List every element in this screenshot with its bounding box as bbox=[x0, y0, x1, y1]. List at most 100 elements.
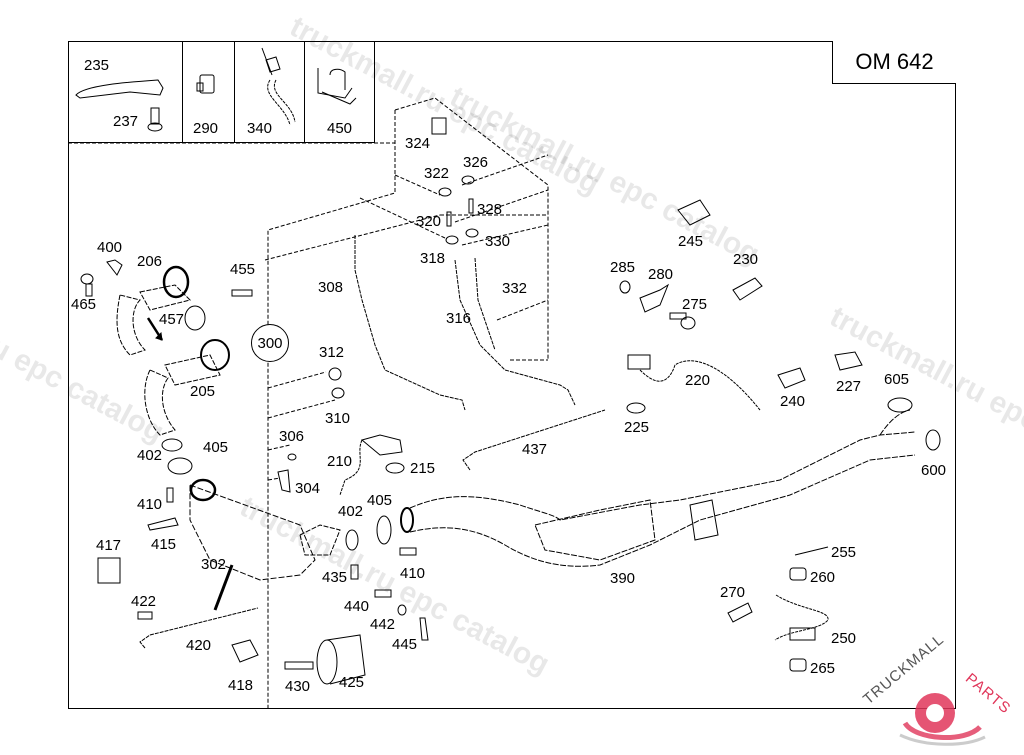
part-label-324[interactable]: 324 bbox=[405, 135, 431, 152]
gasket-402b-icon bbox=[345, 529, 359, 551]
part-label-435[interactable]: 435 bbox=[322, 569, 348, 586]
diesel-particulate-filter-302-icon bbox=[189, 478, 316, 581]
part-label-442[interactable]: 442 bbox=[370, 616, 396, 633]
part-label-290[interactable]: 290 bbox=[193, 120, 219, 137]
part-label-422[interactable]: 422 bbox=[131, 593, 157, 610]
part-label-235[interactable]: 235 bbox=[84, 57, 110, 74]
part-label-457[interactable]: 457 bbox=[159, 311, 185, 328]
clamp-418-icon bbox=[231, 639, 259, 663]
sleeve-328-icon bbox=[468, 198, 474, 214]
part-label-332[interactable]: 332 bbox=[502, 280, 528, 297]
part-label-417[interactable]: 417 bbox=[96, 537, 122, 554]
part-label-205[interactable]: 205 bbox=[190, 383, 216, 400]
part-label-306[interactable]: 306 bbox=[279, 428, 305, 445]
part-label-308[interactable]: 308 bbox=[318, 279, 344, 296]
part-label-465[interactable]: 465 bbox=[71, 296, 97, 313]
part-label-322[interactable]: 322 bbox=[424, 165, 450, 182]
part-label-230[interactable]: 230 bbox=[733, 251, 759, 268]
part-label-304[interactable]: 304 bbox=[295, 480, 321, 497]
bolt-430-icon bbox=[284, 661, 314, 670]
exhaust-pipe-206-icon bbox=[116, 265, 191, 356]
part-label-430[interactable]: 430 bbox=[285, 678, 311, 695]
muffler-425-icon bbox=[316, 634, 366, 685]
truckmallparts-logo: TRUCKMALL PARTS bbox=[855, 631, 1020, 750]
part-label-280[interactable]: 280 bbox=[648, 266, 674, 283]
arrow-icon bbox=[213, 564, 234, 611]
clamp-435-icon bbox=[350, 564, 359, 580]
part-label-215[interactable]: 215 bbox=[410, 460, 436, 477]
part-label-340[interactable]: 340 bbox=[247, 120, 273, 137]
part-label-310[interactable]: 310 bbox=[325, 410, 351, 427]
diagram-frame bbox=[68, 41, 956, 709]
part-label-425[interactable]: 425 bbox=[339, 674, 365, 691]
part-label-400[interactable]: 400 bbox=[97, 239, 123, 256]
washer-442-icon bbox=[397, 604, 407, 616]
part-label-402[interactable]: 402 bbox=[137, 447, 163, 464]
pressure-line-316-icon bbox=[454, 259, 576, 406]
part-label-328[interactable]: 328 bbox=[477, 201, 503, 218]
part-label-225[interactable]: 225 bbox=[624, 419, 650, 436]
part-label-312[interactable]: 312 bbox=[319, 344, 345, 361]
flange-405b-icon bbox=[376, 515, 392, 545]
part-label-455[interactable]: 455 bbox=[230, 261, 256, 278]
bracket-235-icon bbox=[75, 79, 164, 99]
part-label-227[interactable]: 227 bbox=[836, 378, 862, 395]
part-label-410b[interactable]: 410 bbox=[400, 565, 426, 582]
part-label-437[interactable]: 437 bbox=[522, 441, 548, 458]
part-label-245[interactable]: 245 bbox=[678, 233, 704, 250]
part-label-210[interactable]: 210 bbox=[327, 453, 353, 470]
part-label-237[interactable]: 237 bbox=[113, 113, 139, 130]
part-label-270[interactable]: 270 bbox=[720, 584, 746, 601]
part-label-285[interactable]: 285 bbox=[610, 259, 636, 276]
nut-326-icon bbox=[461, 175, 475, 185]
bolt-410-icon bbox=[166, 487, 174, 503]
part-label-600[interactable]: 600 bbox=[921, 462, 947, 479]
part-label-220[interactable]: 220 bbox=[685, 372, 711, 389]
part-label-605[interactable]: 605 bbox=[884, 371, 910, 388]
part-label-206[interactable]: 206 bbox=[137, 253, 163, 270]
connector-pipe-icon bbox=[299, 524, 341, 556]
part-label-275[interactable]: 275 bbox=[682, 296, 708, 313]
nut-312-icon bbox=[328, 367, 342, 381]
part-label-402b[interactable]: 402 bbox=[338, 503, 364, 520]
part-label-316[interactable]: 316 bbox=[446, 310, 472, 327]
part-label-320[interactable]: 320 bbox=[416, 213, 442, 230]
injector-340-icon bbox=[261, 47, 296, 126]
part-label-250[interactable]: 250 bbox=[831, 630, 857, 647]
gear-logo-icon bbox=[899, 693, 986, 746]
part-label-405b[interactable]: 405 bbox=[367, 492, 393, 509]
part-label-318[interactable]: 318 bbox=[420, 250, 446, 267]
flange-405-icon bbox=[167, 457, 193, 475]
part-label-265[interactable]: 265 bbox=[810, 660, 836, 677]
sleeve-320-icon bbox=[446, 211, 452, 227]
part-label-255[interactable]: 255 bbox=[831, 544, 857, 561]
bracket-280-icon bbox=[639, 283, 670, 313]
part-label-405[interactable]: 405 bbox=[203, 439, 229, 456]
bolt-422-icon bbox=[137, 611, 153, 620]
exhaust-pipe-205-icon bbox=[144, 339, 230, 436]
main-exhaust-pipe-390-icon bbox=[400, 409, 916, 567]
nut-322-icon bbox=[438, 187, 452, 197]
part-label-240[interactable]: 240 bbox=[780, 393, 806, 410]
part-label-418[interactable]: 418 bbox=[228, 677, 254, 694]
nut-330-icon bbox=[465, 228, 479, 238]
part-label-410[interactable]: 410 bbox=[137, 496, 163, 513]
part-label-330[interactable]: 330 bbox=[485, 233, 511, 250]
part-label-260[interactable]: 260 bbox=[810, 569, 836, 586]
part-label-390[interactable]: 390 bbox=[610, 570, 636, 587]
part-label-302[interactable]: 302 bbox=[201, 556, 227, 573]
nut-260-icon bbox=[789, 567, 807, 581]
part-label-440[interactable]: 440 bbox=[344, 598, 370, 615]
pressure-line-437-icon bbox=[462, 409, 606, 471]
part-label-415[interactable]: 415 bbox=[151, 536, 177, 553]
part-label-450[interactable]: 450 bbox=[327, 120, 353, 137]
bolt-455-icon bbox=[231, 289, 253, 297]
part-label-300[interactable]: 300 bbox=[251, 324, 289, 362]
leader-lines bbox=[68, 97, 549, 708]
connector-270-icon bbox=[727, 602, 753, 623]
gasket-457-icon bbox=[184, 305, 206, 331]
part-label-326[interactable]: 326 bbox=[463, 154, 489, 171]
part-label-420[interactable]: 420 bbox=[186, 637, 212, 654]
sensor-210-icon bbox=[339, 434, 403, 496]
part-label-445[interactable]: 445 bbox=[392, 636, 418, 653]
